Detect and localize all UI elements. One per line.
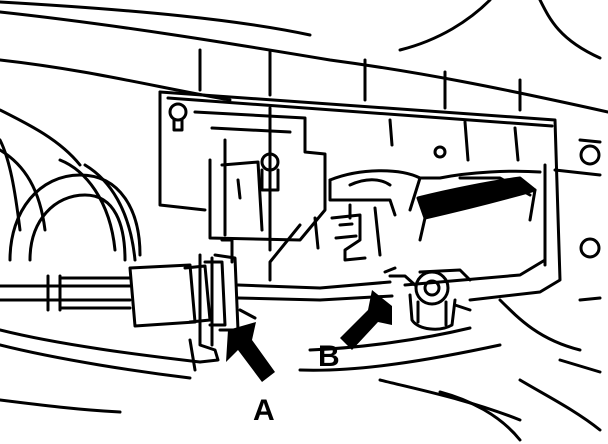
arrow-a <box>226 322 275 382</box>
screw-top-left <box>168 102 188 132</box>
retaining-clip <box>188 238 257 372</box>
cable-adjuster <box>128 253 322 332</box>
circular-boss <box>8 173 142 262</box>
lower-body <box>0 296 602 442</box>
mechanism-cavity <box>328 169 547 287</box>
callout-label-b: B <box>318 340 340 373</box>
mounting-plate <box>158 90 602 302</box>
selector-sector <box>416 176 537 242</box>
cable-end <box>318 266 417 302</box>
screw-right-lower <box>579 237 601 259</box>
arrow-b <box>340 290 392 350</box>
shift-cable <box>0 274 132 312</box>
plate-ticks <box>388 118 520 162</box>
callout-label-a: A <box>253 394 275 427</box>
screw-right-upper <box>579 144 601 166</box>
lever-bracket <box>193 106 327 282</box>
ball-joint <box>408 268 472 331</box>
detent-spring <box>330 203 382 262</box>
housing-outline <box>0 0 608 262</box>
